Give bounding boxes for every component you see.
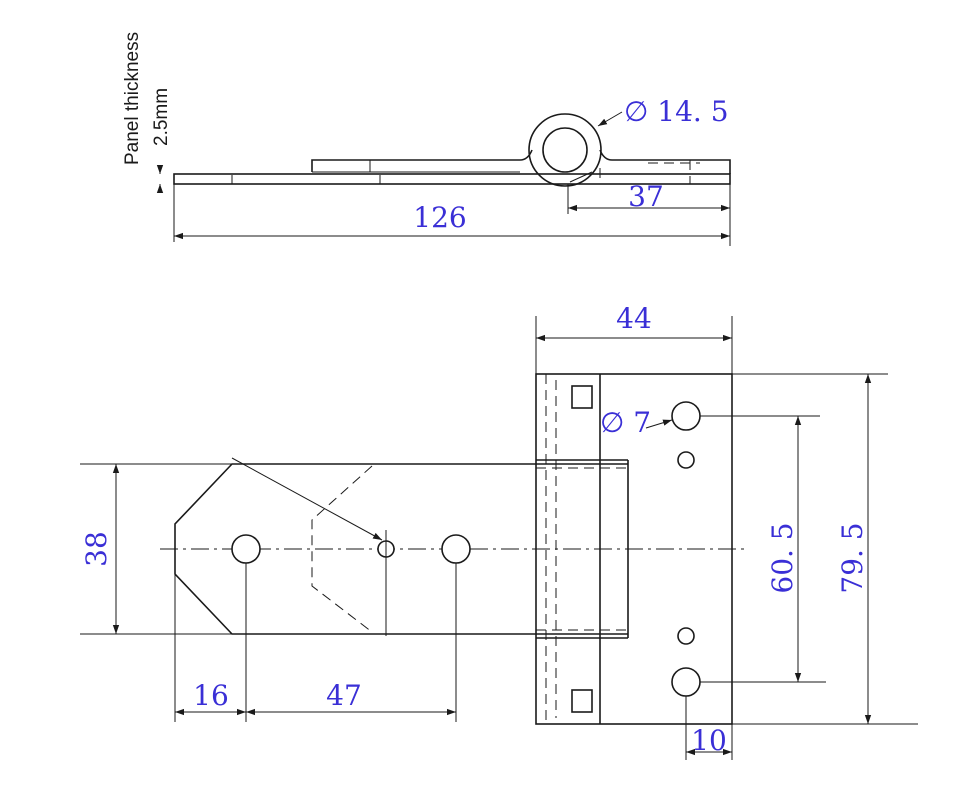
pin-diameter-dimension: ∅ 14. 5 — [624, 95, 729, 128]
edge-16-dimension: 16 — [193, 679, 229, 712]
leaf-hole-2 — [441, 534, 471, 564]
slot-top — [571, 385, 593, 409]
side-view: Panel thickness 2.5mm ∅ 14. 5 37 126 — [122, 32, 731, 246]
pitch-47-dimension: 47 — [326, 679, 362, 712]
height-79-5-dimension: 79. 5 — [836, 522, 869, 593]
edge-10-dimension: 10 — [691, 724, 727, 757]
side-base-plate — [173, 173, 731, 185]
width-44-dimension: 44 — [616, 302, 652, 335]
length-126-dimension: 126 — [413, 201, 466, 234]
plan-view: ∅ 7 44 38 60. 5 79. 5 16 47 10 — [80, 302, 918, 760]
panel-thickness-value: 2.5mm — [151, 88, 172, 146]
slot-bottom — [571, 689, 593, 713]
side-knuckle-pin — [542, 127, 588, 173]
plate-hole-top — [671, 401, 701, 431]
side-right-leaf — [599, 149, 731, 174]
leaf-hidden-edge — [311, 465, 373, 633]
height-38-dimension: 38 — [80, 531, 113, 567]
side-upper-leaf — [311, 149, 533, 172]
panel-thickness-label: Panel thickness — [122, 32, 143, 165]
plate-hole-bottom — [671, 667, 701, 697]
plate-hole-bottom-small — [677, 627, 695, 645]
side-knuckle-outer — [528, 113, 602, 187]
leaf-hole-1 — [231, 534, 261, 564]
offset-37-dimension: 37 — [628, 180, 664, 213]
span-60-5-dimension: 60. 5 — [766, 522, 799, 593]
hole-diameter-dimension: ∅ 7 — [600, 406, 651, 439]
plate-hole-top-small — [677, 451, 695, 469]
